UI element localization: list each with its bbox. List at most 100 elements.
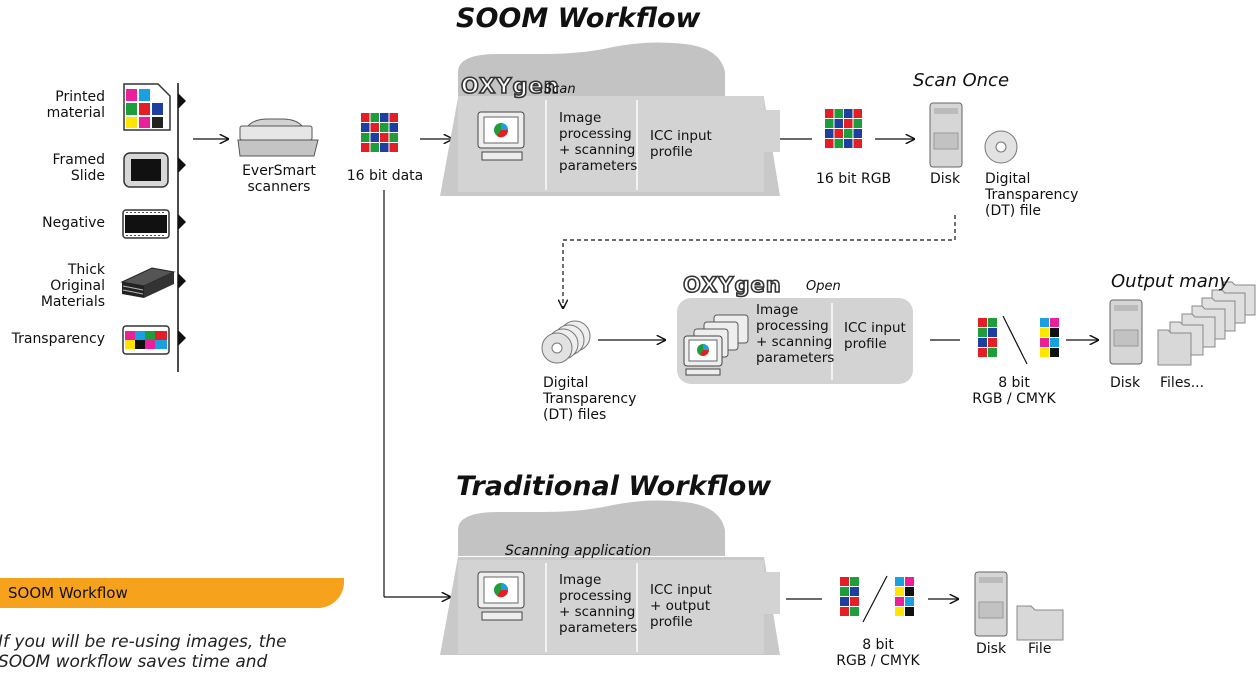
rgb-16bit-grid <box>825 109 862 148</box>
color-swatch <box>840 587 849 596</box>
color-swatch <box>834 119 843 128</box>
color-swatch <box>988 328 997 337</box>
color-swatch <box>834 109 843 118</box>
color-swatch <box>853 119 862 128</box>
color-swatch <box>978 338 987 347</box>
files-label: Files... <box>1160 375 1205 391</box>
disk-2-icon <box>1109 299 1143 365</box>
cmyk-8bit-grid-bottom <box>895 577 914 616</box>
color-swatch <box>844 109 853 118</box>
color-swatch <box>850 607 859 616</box>
color-swatch <box>380 133 389 142</box>
scanning-app-icc: ICC input + output profile <box>650 582 712 630</box>
cd-icon <box>984 130 1018 164</box>
color-swatch <box>370 143 379 152</box>
color-swatch <box>834 129 843 138</box>
negative-label: Negative <box>42 215 105 231</box>
framed-slide-icon <box>123 152 169 188</box>
slash-top <box>1002 315 1028 365</box>
color-swatch <box>1050 328 1059 337</box>
cd-stack-icon <box>541 320 591 364</box>
scan-once-label: Scan Once <box>913 70 1010 91</box>
color-swatch <box>988 348 997 357</box>
color-swatch <box>905 577 914 586</box>
color-swatch <box>895 597 904 606</box>
oxygen-scan-name: Scan <box>544 82 576 97</box>
color-swatch <box>850 587 859 596</box>
scanner-icon <box>237 118 319 157</box>
disk-3-label: Disk <box>976 641 1007 657</box>
rgb-8bit-grid-top <box>978 318 997 357</box>
oxygen-open-processing: Image processing + scanning parameters <box>756 302 835 366</box>
color-swatch <box>844 119 853 128</box>
oxygen-open-name: Open <box>806 279 841 294</box>
oxygen-scan-logo: OXYgen <box>460 73 560 99</box>
color-swatch <box>853 109 862 118</box>
color-swatch <box>361 113 370 122</box>
transparency-label: Transparency <box>11 331 105 347</box>
computer-icon <box>477 111 525 161</box>
color-swatch <box>1050 318 1059 327</box>
color-swatch <box>853 139 862 148</box>
color-swatch <box>895 587 904 596</box>
color-swatch <box>905 607 914 616</box>
color-swatch <box>853 129 862 138</box>
computer-icon-2 <box>477 571 525 621</box>
framed-slide-label: Framed Slide <box>52 152 105 184</box>
dt-file-label: Digital Transparency (DT) file <box>985 171 1079 219</box>
bit8-bottom-label: 8 bit RGB / CMYK <box>836 637 920 669</box>
color-swatch <box>1040 328 1049 337</box>
color-swatch <box>825 129 834 138</box>
rgb-8bit-grid-bottom <box>840 577 859 616</box>
color-swatch <box>895 607 904 616</box>
oxygen-scan-processing: Image processing + scanning parameters <box>559 110 638 174</box>
color-swatch <box>978 318 987 327</box>
slash-bottom <box>862 575 888 623</box>
thick-material-icon <box>120 267 176 298</box>
color-swatch <box>380 123 389 132</box>
disk-icon <box>929 102 963 168</box>
soom-workflow-title: SOOM Workflow <box>456 3 701 34</box>
color-swatch <box>895 577 904 586</box>
file-label: File <box>1028 641 1052 657</box>
traditional-workflow-title: Traditional Workflow <box>456 471 772 502</box>
color-swatch <box>389 133 398 142</box>
negative-icon <box>122 209 170 239</box>
color-swatch <box>978 328 987 337</box>
data-16bit-grid <box>361 113 398 152</box>
color-swatch <box>905 587 914 596</box>
soom-workflow-badge: SOOM Workflow <box>0 578 344 608</box>
bit8-top-label: 8 bit RGB / CMYK <box>972 375 1056 407</box>
transparency-icon <box>122 325 170 355</box>
color-swatch <box>380 143 389 152</box>
printed-material-label: Printed material <box>46 89 105 121</box>
color-swatch <box>370 123 379 132</box>
disk-label: Disk <box>930 171 961 187</box>
output-many-label: Output many <box>1111 271 1230 292</box>
color-swatch <box>825 139 834 148</box>
color-swatch <box>389 123 398 132</box>
color-swatch <box>361 123 370 132</box>
file-icon <box>1016 605 1064 641</box>
color-swatch <box>978 348 987 357</box>
scanner-label: EverSmart scanners <box>242 163 316 195</box>
oxygen-open-logo: OXYgen <box>682 272 782 298</box>
color-swatch <box>1040 318 1049 327</box>
color-swatch <box>850 597 859 606</box>
color-swatch <box>850 577 859 586</box>
rgb-16bit-label: 16 bit RGB <box>816 171 892 187</box>
dt-files-label: Digital Transparency (DT) files <box>543 375 637 423</box>
color-swatch <box>361 143 370 152</box>
color-swatch <box>1040 348 1049 357</box>
color-swatch <box>844 129 853 138</box>
printed-material-icon <box>123 83 171 131</box>
color-swatch <box>1050 338 1059 347</box>
data-16bit-label: 16 bit data <box>346 168 424 184</box>
color-swatch <box>361 133 370 142</box>
materials-bracket <box>177 83 186 372</box>
dashed-connector <box>563 215 956 308</box>
color-swatch <box>370 113 379 122</box>
color-swatch <box>389 143 398 152</box>
color-swatch <box>370 133 379 142</box>
